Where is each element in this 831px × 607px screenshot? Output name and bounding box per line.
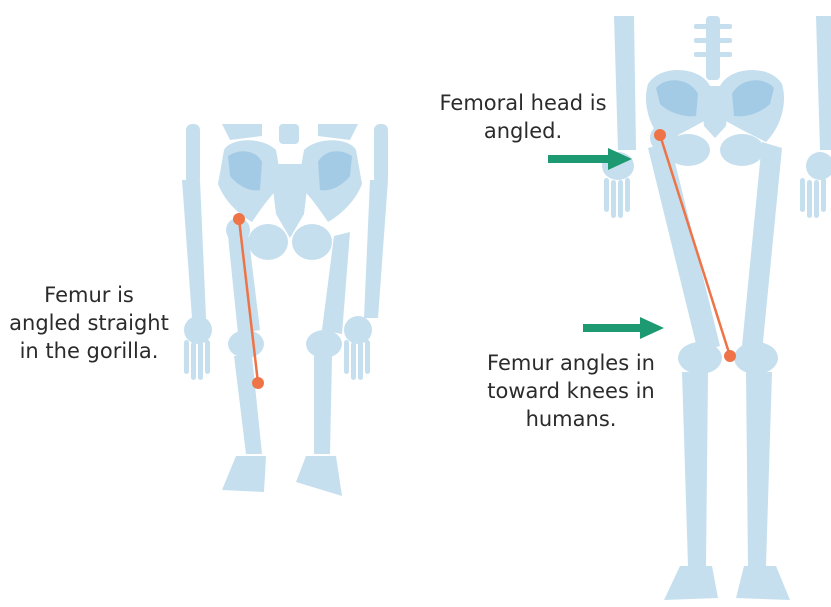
- gorilla-right-hand: [344, 340, 370, 380]
- caption-line: humans.: [478, 405, 664, 433]
- caption-line: angled straight: [0, 309, 178, 337]
- human-left-hand: [604, 178, 630, 218]
- human-femur-caption: Femur angles in toward knees in humans.: [478, 349, 664, 433]
- arrow-right-icon: [640, 317, 664, 339]
- gorilla-left-wrist: [184, 316, 212, 344]
- gorilla-ischium-right: [292, 224, 332, 260]
- gorilla-rib-right: [318, 124, 358, 140]
- caption-line: angled.: [430, 117, 616, 145]
- gorilla-right-forearm: [364, 180, 388, 318]
- gorilla-knee-point: [252, 377, 264, 389]
- gorilla-left-knee: [228, 330, 264, 358]
- gorilla-right-foot: [296, 456, 342, 496]
- gorilla-ischium-left: [248, 224, 288, 260]
- gorilla-right-wrist: [344, 316, 372, 344]
- human-left-tibia: [682, 372, 708, 566]
- gorilla-skeleton: [182, 124, 388, 496]
- gorilla-femur-caption: Femur is angled straight in the gorilla.: [0, 281, 178, 365]
- human-knee-point: [724, 350, 736, 362]
- caption-line: Femur angles in: [478, 349, 664, 377]
- caption-line: toward knees in: [478, 377, 664, 405]
- gorilla-right-upper-arm: [374, 124, 388, 184]
- gorilla-left-upper-arm: [186, 124, 200, 184]
- human-right-tibia: [746, 372, 772, 566]
- gorilla-vertebra: [279, 124, 299, 144]
- human-right-foot: [736, 566, 790, 600]
- human-right-arm: [816, 16, 831, 150]
- gorilla-left-forearm: [182, 180, 206, 318]
- human-right-wrist: [806, 152, 831, 180]
- gorilla-right-tibia: [314, 356, 332, 454]
- gorilla-rib-left: [222, 124, 262, 140]
- gorilla-right-knee: [306, 330, 342, 358]
- caption-line: Femur is: [0, 281, 178, 309]
- femoral-head-caption: Femoral head is angled.: [430, 89, 616, 145]
- caption-line: Femoral head is: [430, 89, 616, 117]
- human-vertebra-1: [694, 24, 732, 29]
- arrow-shaft: [548, 155, 612, 163]
- gorilla-hip-point: [233, 213, 245, 225]
- human-ischium-right: [720, 134, 764, 166]
- human-left-arm: [614, 16, 636, 150]
- human-sacrum: [700, 86, 730, 138]
- human-skeleton: [602, 16, 831, 600]
- human-right-femur: [742, 142, 782, 352]
- caption-line: in the gorilla.: [0, 337, 178, 365]
- human-left-femur: [648, 142, 720, 352]
- human-vertebra-3: [694, 52, 732, 57]
- human-left-foot: [664, 566, 718, 600]
- human-vertebra-2: [694, 38, 732, 43]
- arrow-shaft: [583, 324, 643, 332]
- knee-angle-arrow: [583, 317, 664, 339]
- human-right-knee: [734, 342, 778, 374]
- gorilla-left-hand: [184, 340, 210, 380]
- human-left-knee: [678, 342, 722, 374]
- gorilla-left-foot: [222, 456, 266, 492]
- human-hip-point: [654, 129, 666, 141]
- human-right-hand: [800, 178, 826, 218]
